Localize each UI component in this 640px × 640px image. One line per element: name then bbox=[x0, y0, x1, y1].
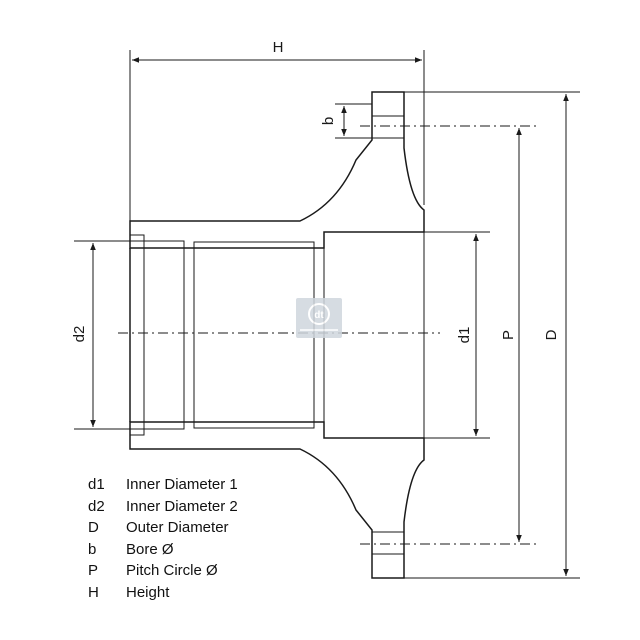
lower-bolt-hole bbox=[371, 531, 405, 555]
dimension-d2-label: d2 bbox=[71, 326, 88, 343]
legend: d1 Inner Diameter 1 d2 Inner Diameter 2 D O… bbox=[88, 474, 238, 603]
dimension-h-label: H bbox=[273, 39, 284, 56]
dimension-p-label: P bbox=[500, 330, 517, 340]
legend-label: Height bbox=[126, 583, 170, 601]
dimension-d2: d2 bbox=[71, 240, 144, 430]
lower-section bbox=[129, 421, 425, 579]
legend-row-P: P Pitch Circle Ø bbox=[88, 560, 238, 582]
dimension-b-label: b bbox=[320, 117, 337, 125]
legend-row-D: D Outer Diameter bbox=[88, 517, 238, 539]
upper-bolt-hole bbox=[371, 115, 405, 139]
legend-symbol: P bbox=[88, 562, 99, 579]
upper-section bbox=[129, 91, 425, 249]
legend-label: Outer Diameter bbox=[126, 519, 229, 536]
legend-label: Inner Diameter 2 bbox=[126, 497, 238, 515]
inner-bore bbox=[129, 231, 425, 439]
legend-row-b: b Bore Ø bbox=[88, 539, 238, 561]
dimension-h: H bbox=[129, 39, 425, 232]
legend-row-d1: d1 Inner Diameter 1 bbox=[88, 474, 238, 496]
legend-label: Bore Ø bbox=[126, 540, 174, 558]
dimension-d1: d1 bbox=[424, 231, 490, 439]
dimension-d: D bbox=[404, 91, 580, 579]
legend-symbol: d2 bbox=[88, 497, 105, 515]
legend-label: Inner Diameter 1 bbox=[126, 476, 238, 493]
legend-symbol: D bbox=[88, 519, 99, 536]
dimension-p: P bbox=[500, 128, 522, 542]
legend-label: Pitch Circle Ø bbox=[126, 562, 218, 579]
dimension-d1-label: d1 bbox=[456, 327, 473, 344]
legend-symbol: d1 bbox=[88, 476, 105, 493]
legend-symbol: b bbox=[88, 540, 97, 558]
legend-row-d2: d2 Inner Diameter 2 bbox=[88, 496, 238, 518]
dimension-d-label: D bbox=[543, 329, 560, 340]
dimension-b: b bbox=[320, 103, 372, 139]
logo-watermark: dt bbox=[296, 298, 342, 338]
legend-row-H: H Height bbox=[88, 582, 238, 604]
logo-text: dt bbox=[314, 310, 324, 321]
legend-symbol: H bbox=[88, 583, 99, 601]
